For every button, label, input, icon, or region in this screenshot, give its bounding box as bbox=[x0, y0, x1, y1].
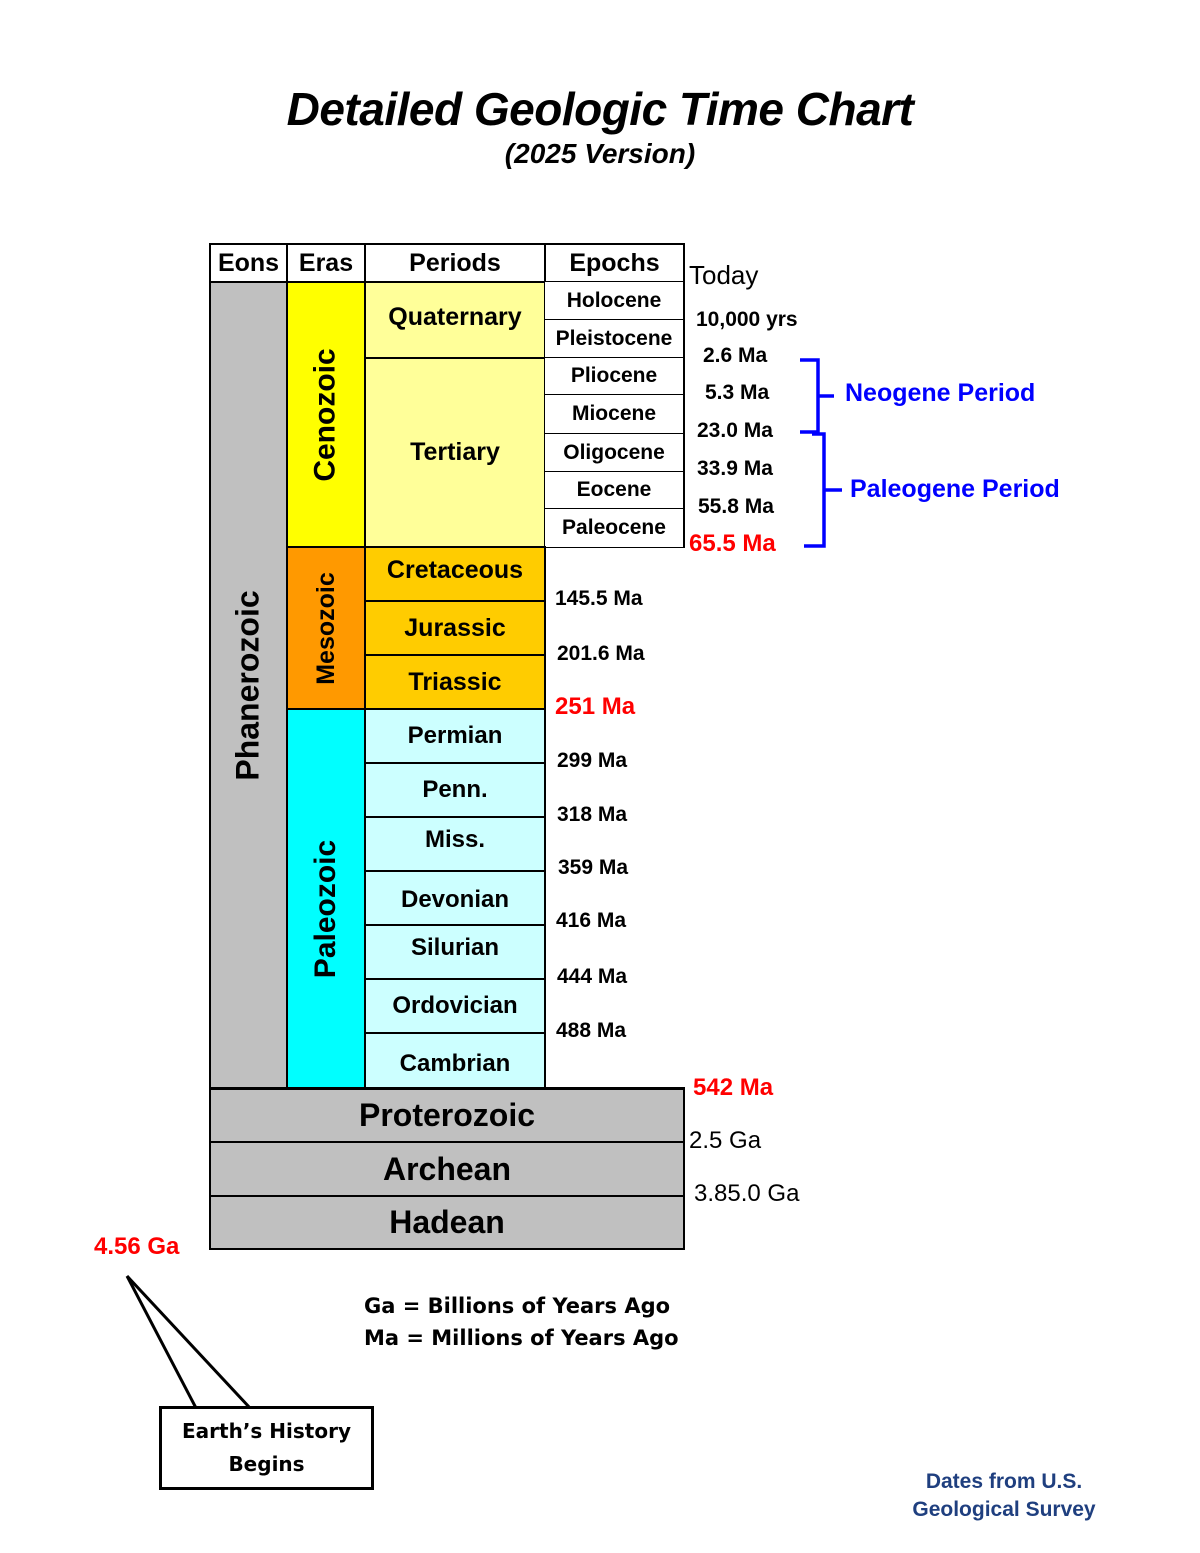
callout-line-1: Earth’s History bbox=[182, 1419, 351, 1443]
epoch-label: Eocene bbox=[576, 478, 652, 501]
epoch-label: Paleocene bbox=[562, 516, 666, 539]
source-line-1: Dates from U.S. bbox=[925, 1470, 1083, 1493]
date-silurian-start: 444 Ma bbox=[557, 965, 628, 988]
date-penn-start: 318 Ma bbox=[557, 803, 628, 826]
date-proterozoic-start: 2.5 Ga bbox=[689, 1127, 762, 1154]
period-quaternary: Quaternary bbox=[364, 281, 546, 359]
header-eons: Eons bbox=[209, 243, 288, 283]
date-pliocene-start: 5.3 Ma bbox=[705, 381, 770, 404]
period-cretaceous: Cretaceous bbox=[364, 546, 546, 602]
source-line-2: Geological Survey bbox=[912, 1498, 1096, 1521]
period-cretaceous-label: Cretaceous bbox=[386, 555, 524, 584]
period-triassic-label: Triassic bbox=[408, 667, 502, 696]
date-cretaceous-start: 145.5 Ma bbox=[555, 587, 643, 610]
epoch-pliocene: Pliocene bbox=[544, 357, 685, 395]
period-jurassic-label: Jurassic bbox=[404, 613, 506, 642]
epoch-label: Miocene bbox=[571, 402, 657, 425]
date-miss-start: 359 Ma bbox=[558, 856, 629, 879]
paleogene-bracket-icon bbox=[804, 432, 842, 548]
date-pleistocene-start: 2.6 Ma bbox=[703, 344, 768, 367]
chart-title: Detailed Geologic Time Chart bbox=[286, 83, 914, 135]
epoch-paleocene: Paleocene bbox=[544, 508, 685, 548]
era-cenozoic: Cenozoic bbox=[286, 281, 366, 548]
date-oligocene-start: 33.9 Ma bbox=[697, 457, 773, 480]
era-paleozoic: Paleozoic bbox=[286, 708, 366, 1089]
date-jurassic-start: 201.6 Ma bbox=[557, 642, 645, 665]
period-pennsylvanian: Penn. bbox=[364, 762, 546, 818]
paleogene-period-label: Paleogene Period bbox=[850, 475, 1060, 503]
legend-ga: Ga = Billions of Years Ago bbox=[364, 1294, 671, 1318]
callout-pointer-icon bbox=[125, 1274, 252, 1410]
date-earth-start: 4.56 Ga bbox=[94, 1233, 180, 1260]
date-archean-start: 3.85.0 Ga bbox=[694, 1180, 800, 1207]
header-eras-label: Eras bbox=[298, 248, 354, 277]
eon-proterozoic-label: Proterozoic bbox=[358, 1097, 536, 1133]
period-miss-label: Miss. bbox=[424, 826, 486, 853]
epoch-pleistocene: Pleistocene bbox=[544, 319, 685, 358]
period-permian-label: Permian bbox=[407, 722, 503, 749]
date-eocene-start: 55.8 Ma bbox=[698, 495, 774, 518]
header-epochs-label: Epochs bbox=[569, 248, 660, 277]
neogene-period-label: Neogene Period bbox=[845, 379, 1036, 407]
date-holocene-start: 10,000 yrs bbox=[696, 308, 798, 331]
period-tertiary: Tertiary bbox=[364, 357, 546, 548]
eon-proterozoic: Proterozoic bbox=[209, 1087, 685, 1143]
earth-history-callout: Earth’s History Begins bbox=[159, 1406, 374, 1490]
epoch-label: Pleistocene bbox=[555, 326, 673, 350]
period-ordovician-label: Ordovician bbox=[392, 992, 518, 1019]
date-mesozoic-start: 251 Ma bbox=[555, 693, 636, 720]
epoch-holocene: Holocene bbox=[544, 281, 685, 320]
period-tertiary-label: Tertiary bbox=[410, 438, 500, 466]
source-note: Dates from U.S. Geological Survey bbox=[884, 1468, 1124, 1524]
epoch-label: Pliocene bbox=[570, 364, 658, 387]
today-label: Today bbox=[689, 260, 759, 290]
eon-hadean-label: Hadean bbox=[389, 1204, 505, 1240]
period-quaternary-label: Quaternary bbox=[388, 302, 522, 331]
date-cenozoic-start: 65.5 Ma bbox=[689, 530, 776, 557]
eon-phanerozoic: Phanerozoic bbox=[209, 281, 288, 1089]
date-phanerozoic-start: 542 Ma bbox=[693, 1074, 774, 1101]
chart-subtitle: (2025 Version) bbox=[504, 138, 696, 169]
period-ordovician: Ordovician bbox=[364, 978, 546, 1034]
date-miocene-start: 23.0 Ma bbox=[697, 419, 773, 442]
period-devonian: Devonian bbox=[364, 870, 546, 926]
period-penn-label: Penn. bbox=[422, 776, 488, 803]
header-epochs: Epochs bbox=[544, 243, 685, 283]
header-eras: Eras bbox=[286, 243, 366, 283]
epoch-label: Oligocene bbox=[563, 440, 665, 464]
date-devonian-start: 416 Ma bbox=[556, 909, 627, 932]
period-silurian: Silurian bbox=[364, 924, 546, 980]
eon-archean-label: Archean bbox=[382, 1150, 512, 1187]
callout-line-2: Begins bbox=[228, 1452, 305, 1476]
period-cambrian-label: Cambrian bbox=[399, 1049, 511, 1077]
date-ordovician-start: 488 Ma bbox=[556, 1019, 627, 1042]
legend-ma: Ma = Millions of Years Ago bbox=[364, 1326, 679, 1350]
period-triassic: Triassic bbox=[364, 654, 546, 710]
period-permian: Permian bbox=[364, 708, 546, 764]
eon-hadean: Hadean bbox=[209, 1195, 685, 1250]
epoch-label: Holocene bbox=[566, 288, 662, 312]
date-permian-start: 299 Ma bbox=[557, 749, 628, 772]
header-eons-label: Eons bbox=[217, 248, 280, 277]
period-silurian-label: Silurian bbox=[410, 934, 500, 961]
period-devonian-label: Devonian bbox=[400, 886, 510, 913]
neogene-bracket-icon bbox=[800, 358, 834, 434]
header-periods-label: Periods bbox=[409, 248, 501, 277]
